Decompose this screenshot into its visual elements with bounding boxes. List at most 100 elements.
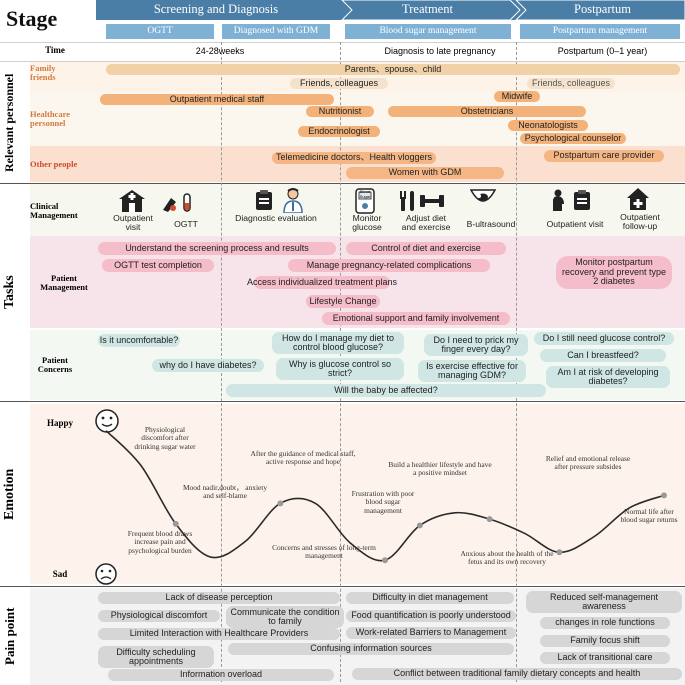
subphase-blood-sugar: Blood sugar management bbox=[345, 24, 511, 39]
clinical-ogtt: OGTT bbox=[174, 219, 198, 229]
emotion-note-normal: Normal life after blood sugar returns bbox=[620, 507, 678, 525]
ultrasound-icon bbox=[470, 189, 496, 202]
concern-risk-diabetes: Am I at risk of developing diabetes? bbox=[546, 366, 670, 388]
family-parents-spouse-child: Parents、spouse、child bbox=[106, 64, 680, 75]
emotion-note-concerns: Concerns and stresses of long-term manag… bbox=[272, 543, 376, 561]
emotion-note-nadir: Mood nadir,doubt， anxiety and self-blame bbox=[182, 483, 268, 501]
clinical-management-label: Clinical Management bbox=[30, 201, 78, 221]
time-treatment: Diagnosis to late pregnancy bbox=[384, 46, 496, 56]
divider bbox=[0, 586, 685, 587]
ogtt-icon bbox=[163, 193, 191, 212]
concern-strict-control: Why is glucose control so strict? bbox=[276, 358, 404, 380]
clinical-adjust-diet: Adjust diet and exercise bbox=[401, 213, 451, 233]
emotion-note-guidance: After the guidance of medical staff, act… bbox=[250, 449, 356, 467]
clipboard-icon bbox=[256, 190, 272, 210]
clinical-monitor-glucose: Monitor glucose bbox=[352, 213, 382, 233]
pain-self-management: Reduced self-management awareness bbox=[526, 591, 682, 613]
other-telemedicine: Telemedicine doctors、Health vloggers bbox=[272, 152, 436, 164]
pm-control-diet: Control of diet and exercise bbox=[346, 242, 506, 255]
phase-treatment: Treatment bbox=[402, 2, 453, 16]
family-friends-colleagues: Friends, colleagues bbox=[290, 78, 388, 89]
phase-postpartum: Postpartum bbox=[574, 2, 631, 16]
diet-exercise-icon bbox=[400, 191, 444, 211]
family-friends-colleagues-postpartum: Friends, colleagues bbox=[527, 78, 615, 89]
pain-confusing-info: Confusing information sources bbox=[228, 643, 514, 655]
pain-diet-management: Difficulty in diet management bbox=[346, 592, 514, 604]
concern-uncomfortable: Is it uncomfortable? bbox=[98, 334, 180, 347]
healthcare-midwife: Midwife bbox=[494, 91, 540, 102]
emotion-point bbox=[661, 492, 667, 499]
healthcare-neonatologists: Neonatologists bbox=[508, 120, 588, 131]
concern-breastfeed: Can I breastfeed? bbox=[540, 349, 666, 362]
emotion-point bbox=[277, 500, 284, 507]
sad-label: Sad bbox=[52, 569, 68, 579]
concern-why-diabetes: why do I have diabetes? bbox=[152, 359, 264, 372]
pain-scheduling: Difficulty scheduling appointments bbox=[98, 646, 214, 668]
subphase-postpartum: Postpartum management bbox=[520, 24, 680, 39]
emotion-band bbox=[30, 404, 685, 584]
healthcare-outpatient: Outpatient medical staff bbox=[100, 94, 334, 105]
pm-access-plans: Access individualized treatment plans bbox=[247, 276, 397, 289]
time-screening: 24-28weeks bbox=[195, 46, 245, 56]
healthcare-nutritionist: Nutritionist bbox=[306, 106, 374, 117]
emotion-note-frustration: Frustration with poor blood sugar manage… bbox=[351, 489, 415, 515]
clinical-b-ultrasound: B-ultrasound bbox=[466, 219, 516, 229]
subphase-ogtt: OGTT bbox=[106, 24, 214, 39]
sad-face-icon bbox=[95, 563, 117, 585]
divider bbox=[0, 42, 685, 43]
pain-conflict-dietary: Conflict between traditional family diet… bbox=[352, 668, 682, 680]
postpartum-visit-icon bbox=[553, 189, 590, 211]
healthcare-obstetricians: Obstetricians bbox=[388, 106, 586, 117]
pain-food-quantification: Food quantification is poorly understood bbox=[346, 610, 516, 622]
subphase-diagnosed: Diagnosed with GDM bbox=[222, 24, 330, 39]
clinical-outpatient-visit: Outpatient visit bbox=[113, 213, 153, 233]
emotion-note-relief: Relief and emotional release after press… bbox=[545, 454, 631, 472]
other-postpartum-care: Postpartum care provider bbox=[544, 150, 664, 162]
concern-prick-finger: Do I need to prick my finger every day? bbox=[424, 334, 528, 356]
stage-title: Stage bbox=[6, 6, 58, 31]
emotion-point bbox=[382, 557, 388, 564]
pain-family-focus: Family focus shift bbox=[540, 635, 670, 647]
phase-screening: Screening and Diagnosis bbox=[153, 2, 279, 16]
divider bbox=[0, 61, 685, 62]
concern-manage-diet: How do I manage my diet to control blood… bbox=[272, 332, 404, 354]
concern-glucose-control: Do I still need glucose control? bbox=[534, 332, 674, 345]
happy-label: Happy bbox=[46, 418, 73, 428]
pain-limited-interaction: Limited Interaction with Healthcare Prov… bbox=[98, 628, 340, 640]
emotion-point bbox=[416, 522, 423, 529]
pain-physiological: Physiological discomfort bbox=[98, 610, 220, 622]
emotion-point bbox=[486, 516, 493, 523]
emotion-point bbox=[172, 520, 179, 527]
pain-role-functions: changes in role functions bbox=[540, 617, 670, 629]
emotion-note-anxious: Anxious about the health of the fetus an… bbox=[460, 549, 554, 567]
healthcare-psychological-counselor: Psychological counselor bbox=[520, 133, 626, 144]
pain-communicate-family: Communicate the condition to family bbox=[226, 606, 344, 628]
clinical-outpatient-visit-postpartum: Outpatient visit bbox=[546, 219, 604, 229]
family-friends-label: Family friends bbox=[30, 63, 56, 83]
pain-information-overload: Information overload bbox=[108, 669, 334, 681]
patient-management-label: Patient Management bbox=[40, 273, 88, 293]
doctor-icon bbox=[283, 188, 303, 213]
time-postpartum: Postpartum (0–1 year) bbox=[557, 46, 648, 56]
glucose-meter-icon bbox=[355, 188, 375, 214]
phase-arrows bbox=[96, 0, 685, 20]
divider bbox=[0, 183, 685, 184]
glucose-meter-text: Blood Sugar bbox=[359, 189, 371, 199]
patient-concerns-label: Patient Concerns bbox=[37, 355, 73, 375]
emotion-point bbox=[556, 549, 563, 556]
emotion-note-discomfort: Physiological discomfort after drinking … bbox=[134, 425, 196, 451]
concern-baby-affected: Will the baby be affected? bbox=[226, 384, 546, 397]
pm-understand-screening: Understand the screening process and res… bbox=[98, 242, 336, 255]
home-followup-icon bbox=[627, 188, 649, 210]
pain-disease-perception: Lack of disease perception bbox=[98, 592, 340, 604]
other-women-with-gdm: Women with GDM bbox=[346, 167, 504, 179]
clinical-diagnostic-evaluation: Diagnostic evaluation bbox=[235, 213, 317, 223]
pm-manage-complications: Manage pregnancy-related complications bbox=[288, 259, 490, 272]
pain-work-barriers: Work-related Barriers to Management bbox=[346, 627, 516, 639]
emotion-note-healthier: Build a healthier lifestyle and have a p… bbox=[388, 460, 492, 478]
other-people-label: Other people bbox=[30, 159, 78, 169]
healthcare-endocrinologist: Endocrinologist bbox=[298, 126, 380, 137]
concern-exercise: Is exercise effective for managing GDM? bbox=[418, 360, 526, 382]
happy-face-icon bbox=[95, 409, 119, 433]
